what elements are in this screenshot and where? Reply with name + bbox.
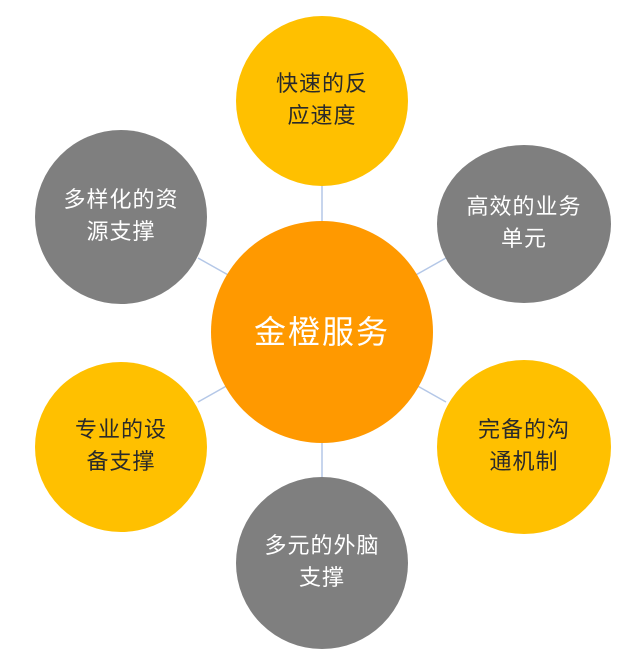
node-equipment: 专业的设 备支撑 [35, 362, 207, 532]
node-fast-response-line1: 快速的反 [275, 72, 368, 98]
node-efficient-unit: 高效的业务 单元 [437, 145, 611, 303]
node-fast-response-line2: 应速度 [287, 104, 357, 129]
node-equipment-line1: 专业的设 [74, 418, 167, 444]
connector-top-right [413, 257, 447, 277]
node-efficient-unit-line1: 高效的业务 [466, 195, 582, 221]
node-communication-line2: 通机制 [489, 450, 559, 475]
node-equipment-line2: 备支撑 [86, 450, 156, 475]
connector-top-left [197, 257, 231, 277]
node-external-brain-line1: 多元的外脑 [264, 534, 380, 560]
center-label: 金橙服务 [253, 312, 390, 351]
center-node: 金橙服务 [211, 221, 433, 443]
node-external-brain: 多元的外脑 支撑 [236, 477, 408, 649]
connector-bottom-right [413, 383, 447, 403]
node-external-brain-line2: 支撑 [298, 566, 345, 591]
node-resources-line2: 源支撑 [86, 220, 156, 245]
node-communication: 完备的沟 通机制 [437, 360, 611, 534]
node-resources: 多样化的资 源支撑 [35, 130, 207, 304]
node-fast-response: 快速的反 应速度 [236, 16, 408, 186]
node-efficient-unit-line2: 单元 [500, 227, 547, 252]
node-communication-line1: 完备的沟 [477, 418, 570, 444]
node-resources-line1: 多样化的资 [63, 188, 179, 214]
